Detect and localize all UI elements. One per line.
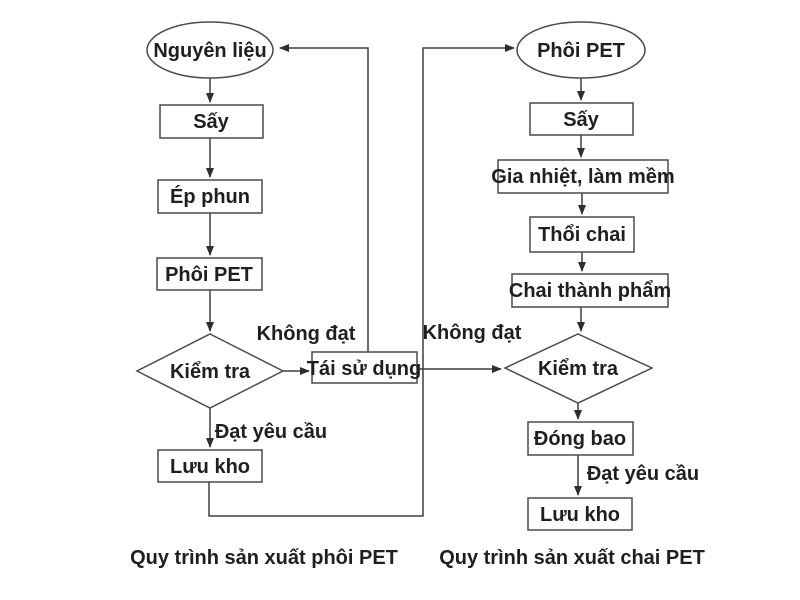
right-pack-label: Đóng bao bbox=[534, 428, 626, 450]
reuse-label: Tái sử dụng bbox=[307, 358, 421, 380]
edge-reuse-to-start-feedback bbox=[279, 44, 369, 352]
right-heat-box bbox=[497, 159, 669, 194]
right-blow-label: Thổi chai bbox=[538, 224, 626, 246]
right-bottle-label: Chai thành phẩm bbox=[509, 280, 671, 302]
left-chart-caption: Quy trình sản xuất phôi PET bbox=[130, 547, 398, 569]
right-dry-label: Sấy bbox=[563, 109, 599, 131]
left-pass-edge-label: Đạt yêu cầu bbox=[215, 421, 327, 443]
left-chart: Nguyên liệu Sấy Ép phun Phôi PET Kiểm tr… bbox=[130, 21, 522, 569]
left-dry-box bbox=[159, 104, 264, 139]
right-chart: Phôi PET Sấy Gia nhiệt, làm mềm Thổi cha… bbox=[439, 21, 705, 569]
left-start-ellipse bbox=[146, 21, 274, 79]
left-preform-label: Phôi PET bbox=[165, 264, 253, 286]
right-check-label: Kiểm tra bbox=[538, 358, 619, 380]
right-fail-edge-label: Không đạt bbox=[423, 322, 522, 344]
left-inject-label: Ép phun bbox=[170, 185, 250, 208]
right-start-label: Phôi PET bbox=[537, 40, 625, 62]
right-store-box bbox=[527, 497, 633, 531]
edge-left-store-to-right-start bbox=[208, 44, 515, 517]
right-dry-box bbox=[529, 102, 634, 136]
right-pack-box bbox=[527, 421, 634, 456]
right-heat-label: Gia nhiệt, làm mềm bbox=[491, 166, 674, 188]
right-bottle-box bbox=[511, 273, 669, 308]
left-preform-box bbox=[156, 257, 263, 291]
right-pass-edge-label: Đạt yêu cầu bbox=[587, 463, 699, 485]
left-dry-label: Sấy bbox=[193, 111, 229, 133]
left-store-box bbox=[157, 449, 263, 483]
right-start-ellipse bbox=[516, 21, 646, 79]
left-inject-box bbox=[157, 179, 263, 214]
right-blow-box bbox=[529, 216, 635, 253]
left-store-label: Lưu kho bbox=[170, 456, 250, 478]
left-check-diamond bbox=[135, 333, 285, 409]
right-store-label: Lưu kho bbox=[540, 504, 620, 526]
left-check-label: Kiểm tra bbox=[170, 361, 251, 383]
reuse-box bbox=[311, 351, 418, 384]
left-fail-edge-label: Không đạt bbox=[257, 323, 356, 345]
right-check-diamond bbox=[503, 333, 654, 404]
left-start-label: Nguyên liệu bbox=[153, 40, 266, 62]
right-chart-caption: Quy trình sản xuất chai PET bbox=[439, 547, 705, 569]
